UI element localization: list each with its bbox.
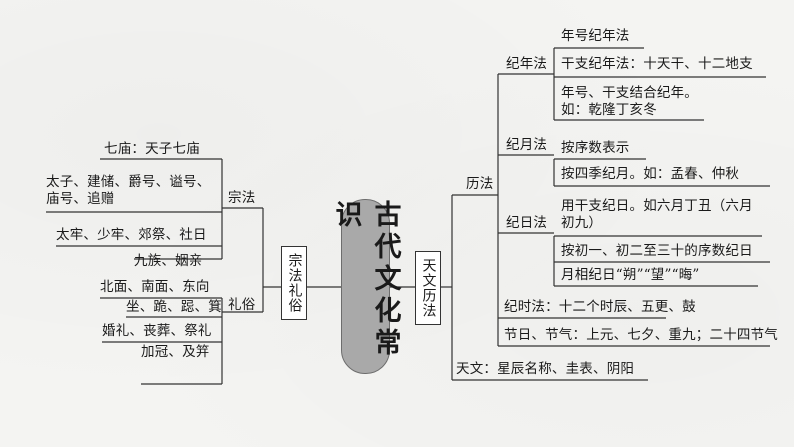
jiri-item: 按初一、初二至三十的序数纪日 [561,243,753,259]
lisu-item: 坐、跪、跽、箕 [126,299,222,315]
jinian-item: 干支纪年法：十天干、十二地支 [561,56,753,72]
jiri-item: 月相纪日“朔”“望”“晦” [561,267,700,283]
jiyue-item: 按序数表示 [561,140,630,156]
lisu-item: 北面、南面、东向 [100,279,210,295]
left-root-box: 宗法礼俗 [281,246,307,320]
jieri-item: 节日、节气：上元、七夕、重九；二十四节气 [504,327,778,343]
zongfa-item: 太牢、少牢、郊祭、社日 [56,227,207,243]
lisu-item: 加冠、及笄 [141,344,210,360]
center-title-box: 古代文化常识 [331,199,401,374]
lifa-label: 历法 [466,176,494,192]
jishi-item: 纪时法：十二个时辰、五更、鼓 [504,299,696,315]
lisu-label: 礼俗 [228,297,256,313]
left-root-label: 宗法礼俗 [286,253,303,313]
right-root-box: 天文历法 [415,251,441,325]
jiyue-item: 按四季纪月。如：孟春、仲秋 [561,166,740,182]
right-root-label: 天文历法 [420,258,437,318]
zongfa-item: 太子、建储、爵号、谥号、庙号、追赠 [46,174,211,207]
tianwen-item: 天文：星辰名称、圭表、阴阳 [456,361,635,377]
zongfa-item: 九族、姻亲 [134,253,203,269]
zongfa-label: 宗法 [228,190,256,206]
center-title: 古代文化常识 [330,200,401,360]
zongfa-item: 七庙：天子七庙 [104,141,200,157]
jinian-item: 年号、干支结合纪年。如：乾隆丁亥冬 [561,85,698,118]
jiri-item: 用干支纪日。如六月丁丑（六月初九） [561,198,753,231]
jinian-item: 年号纪年法 [561,28,630,44]
jiyue-label: 纪月法 [506,137,548,153]
lisu-item: 婚礼、丧葬、祭礼 [102,323,212,339]
jiri-label: 纪日法 [506,215,548,231]
jinian-label: 纪年法 [506,56,548,72]
